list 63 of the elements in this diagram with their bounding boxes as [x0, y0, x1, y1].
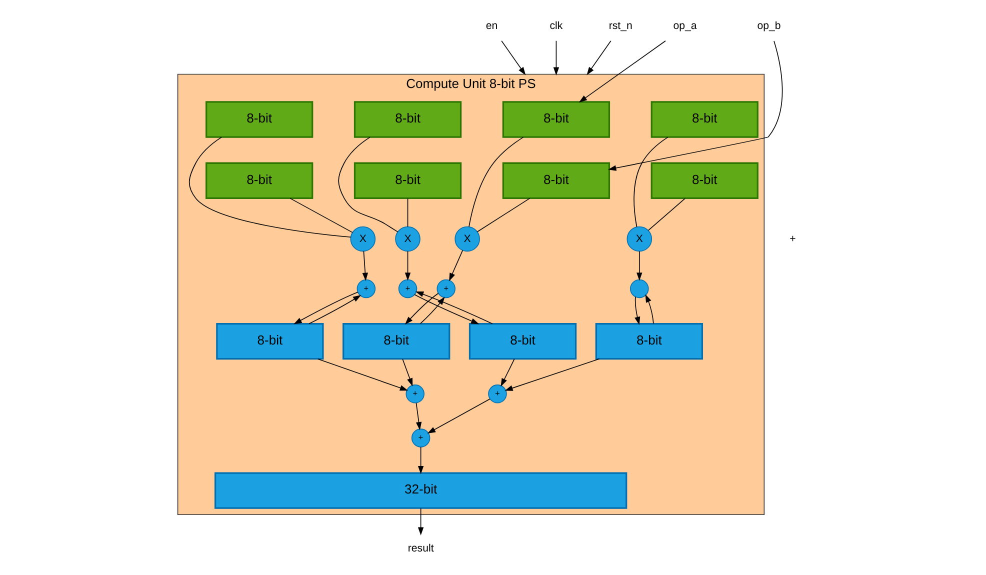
arrow	[317, 358, 408, 391]
node-box: 8-bit	[595, 322, 703, 360]
arrow	[449, 250, 464, 282]
arrow	[427, 398, 490, 434]
arrow	[608, 40, 783, 171]
node-text: clk	[550, 20, 563, 32]
node-circle: X	[350, 226, 376, 252]
connector	[188, 136, 352, 238]
arrow	[501, 40, 526, 76]
node-circle: +	[356, 279, 376, 298]
node-circle: +	[398, 279, 418, 298]
arrow	[645, 294, 654, 324]
arrow	[504, 358, 600, 391]
label: +	[790, 232, 796, 245]
node-text: op_a	[673, 20, 697, 32]
arrow	[404, 292, 439, 325]
arrow	[402, 358, 413, 386]
node-box: 8-bit	[206, 101, 314, 138]
node-circle: X	[395, 226, 420, 252]
connector	[648, 198, 686, 231]
node-circle: +	[406, 384, 424, 404]
node-box: 8-bit	[650, 162, 758, 199]
connector	[468, 136, 524, 228]
node-box: 32-bit	[214, 472, 628, 509]
arrow	[414, 294, 480, 324]
node-text: result	[408, 542, 434, 555]
arrow	[416, 402, 422, 430]
arrow	[404, 251, 411, 281]
connector	[407, 198, 408, 228]
arrow	[634, 296, 640, 325]
node-text: rst_n	[608, 20, 632, 32]
connector	[290, 198, 353, 233]
node-box: 8-bit	[342, 322, 450, 360]
connector	[338, 136, 398, 232]
node-text: op_b	[757, 20, 781, 32]
arrow	[500, 358, 515, 387]
node-circle: +	[411, 428, 430, 448]
connector	[634, 136, 668, 228]
arrow	[362, 250, 368, 281]
arrow	[415, 291, 493, 324]
arrow	[586, 40, 612, 76]
arrow	[308, 294, 362, 324]
node-text: en	[486, 20, 498, 32]
node-box: 8-bit	[650, 101, 758, 138]
node-box: 8-bit	[206, 162, 314, 199]
arrow	[294, 292, 358, 324]
arrow	[578, 40, 666, 103]
node-box: 8-bit	[468, 322, 577, 360]
arrow	[418, 446, 424, 474]
arrow	[636, 251, 642, 281]
connector	[476, 198, 530, 232]
node-box: 8-bit	[216, 322, 324, 360]
node-circle	[630, 279, 649, 298]
node-box: 8-bit	[502, 162, 610, 199]
arrow	[418, 508, 424, 536]
node-box: 8-bit	[354, 101, 462, 138]
node-circle: X	[626, 226, 652, 252]
node-circle: X	[454, 226, 480, 252]
node-box: 8-bit	[502, 101, 610, 138]
arrow	[553, 40, 560, 76]
node-box: 8-bit	[354, 162, 462, 199]
node-circle: +	[436, 279, 456, 298]
node-circle: +	[488, 384, 507, 404]
